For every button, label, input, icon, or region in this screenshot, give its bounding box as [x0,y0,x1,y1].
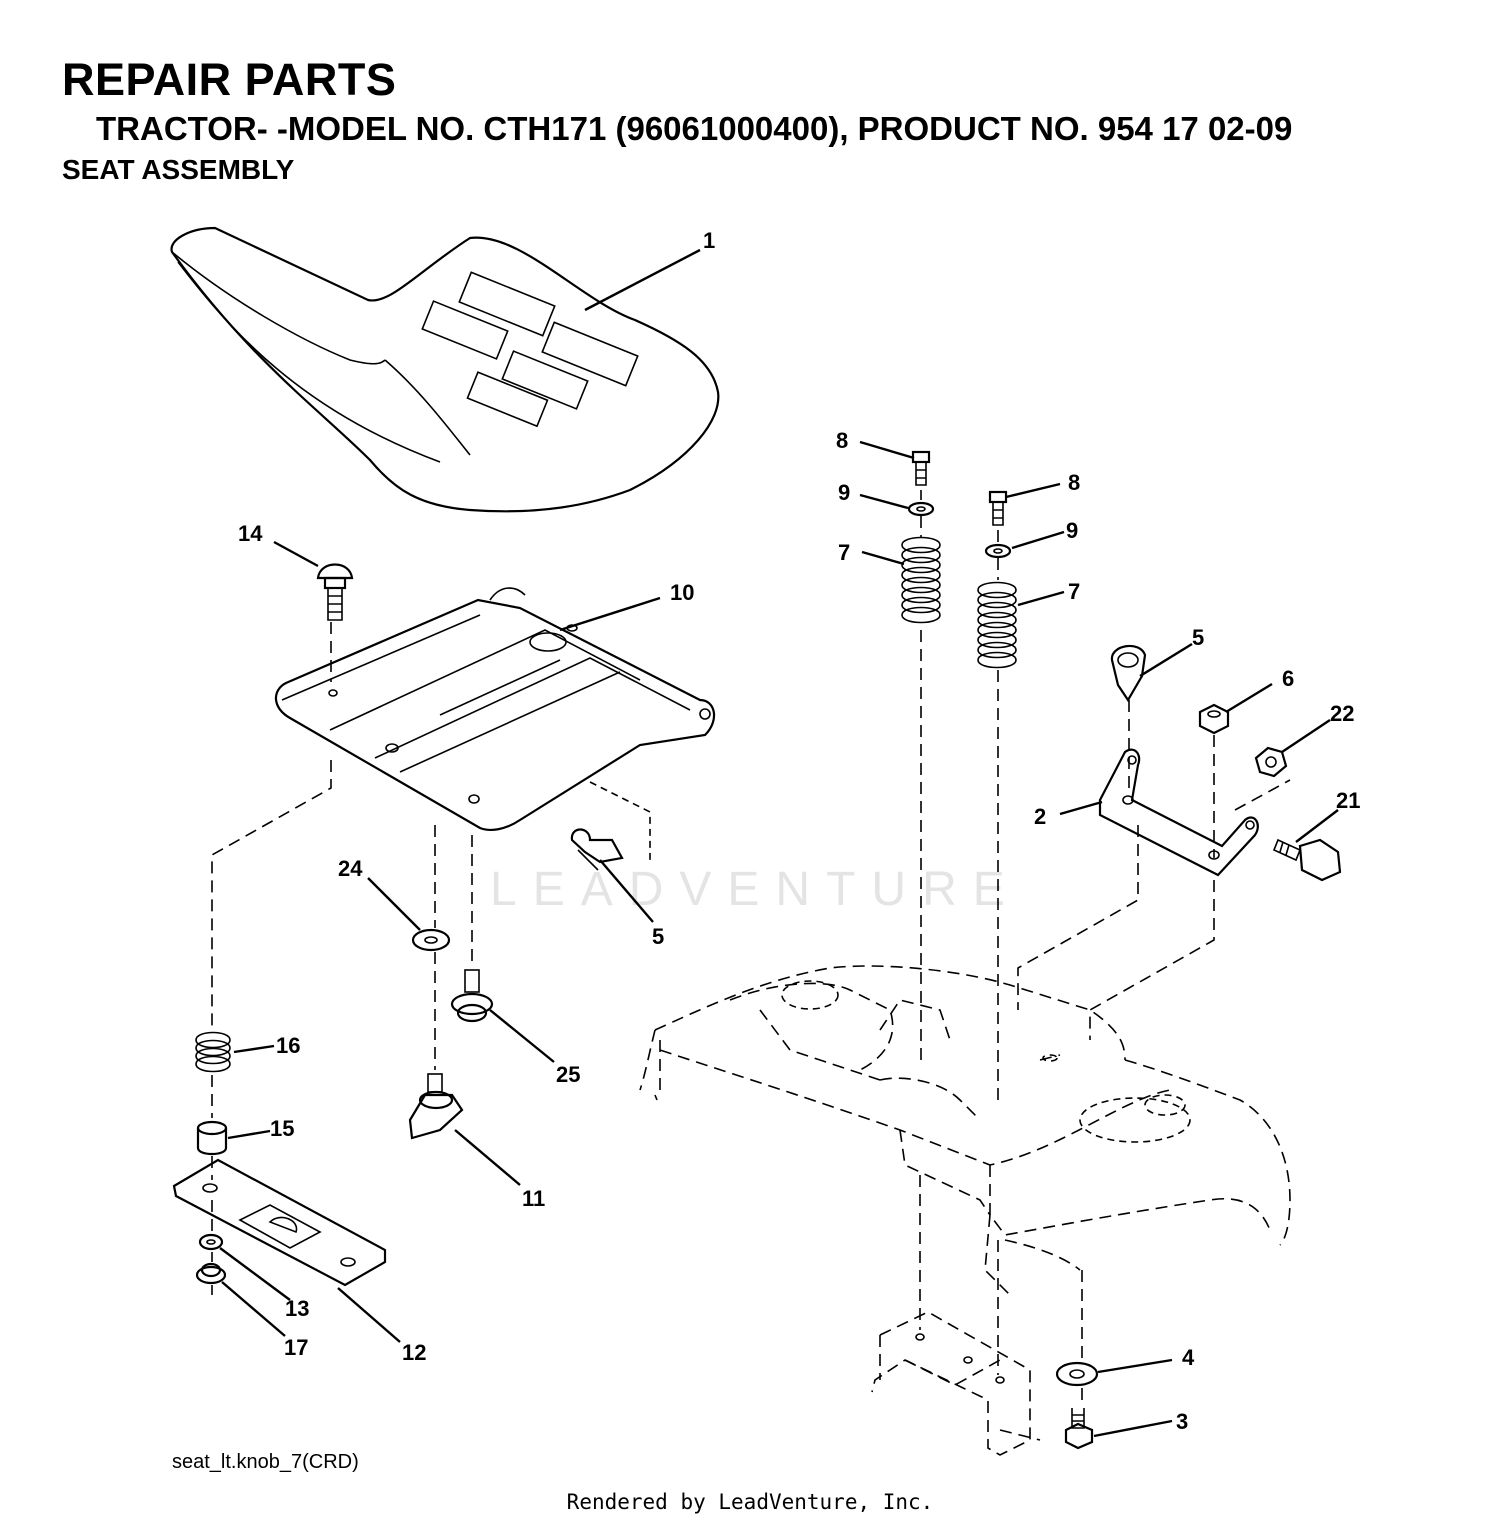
callout-1: 1 [703,228,715,253]
callout-15: 15 [270,1116,294,1141]
callout-9-left: 9 [838,480,850,505]
section-title: SEAT ASSEMBLY [62,154,295,185]
page-title: REPAIR PARTS [62,54,397,105]
seat-pan-part [274,587,716,831]
callout-22: 22 [1330,701,1354,726]
seat-part [170,226,720,513]
alignment-lines [211,490,1291,1405]
carriage-bolt-part [316,563,354,621]
callout-24: 24 [338,856,363,881]
nut-part-13 [198,1233,224,1251]
flange-nut-part-17 [195,1262,227,1285]
bracket-part [1098,748,1259,877]
tractor-frame-outline [639,965,1291,1296]
clip-part-left [570,781,651,871]
callout-8-right: 8 [1068,470,1080,495]
nut-part-6 [1198,703,1230,735]
callout-10: 10 [670,580,694,605]
washer-part-9-right [984,543,1012,559]
clip-part-right [1110,644,1147,703]
washer-part-24 [411,928,451,952]
callout-17: 17 [284,1335,308,1360]
callout-3: 3 [1176,1409,1188,1434]
lower-bracket-outline [871,1311,1041,1456]
callout-21: 21 [1336,788,1360,813]
callout-6: 6 [1282,666,1294,691]
shoulder-bolt-part [450,969,494,1023]
callout-4: 4 [1182,1345,1195,1370]
model-line: TRACTOR- -MODEL NO. CTH171 (96061000400)… [96,110,1293,147]
callout-12: 12 [402,1340,426,1365]
bushing-part [196,1120,228,1156]
washer-part-9-left [907,501,935,517]
spring-part-7-right [977,581,1017,669]
callout-9-right: 9 [1066,518,1078,543]
spring-part-7-left [901,536,941,624]
drawing-reference: seat_lt.knob_7(CRD) [172,1451,359,1473]
callout-5-left: 5 [652,924,664,949]
callout-7-right: 7 [1068,579,1080,604]
callout-7-left: 7 [838,540,850,565]
flange-bolt-part [1272,838,1342,882]
washer-part-4 [1055,1361,1099,1387]
watermark: LEADVENTURE [490,863,1021,916]
callout-2: 2 [1034,804,1046,829]
callout-16: 16 [276,1033,300,1058]
bolt-part-8-right [988,490,1008,526]
nut-part-22 [1254,746,1288,778]
footer-credit: Rendered by LeadVenture, Inc. [566,1490,934,1514]
slide-plate-part [172,1158,387,1287]
bolt-part-3 [1064,1408,1094,1450]
callout-13: 13 [285,1296,309,1321]
leader-lines [219,248,1339,1438]
spring-part-16 [195,1031,231,1073]
bolt-part-8-left [911,450,931,486]
callout-8-left: 8 [836,428,848,453]
callout-14: 14 [238,521,263,546]
callout-5-right: 5 [1192,625,1204,650]
knob-part [408,1073,464,1140]
callout-25: 25 [556,1062,580,1087]
callout-11: 11 [522,1186,545,1211]
